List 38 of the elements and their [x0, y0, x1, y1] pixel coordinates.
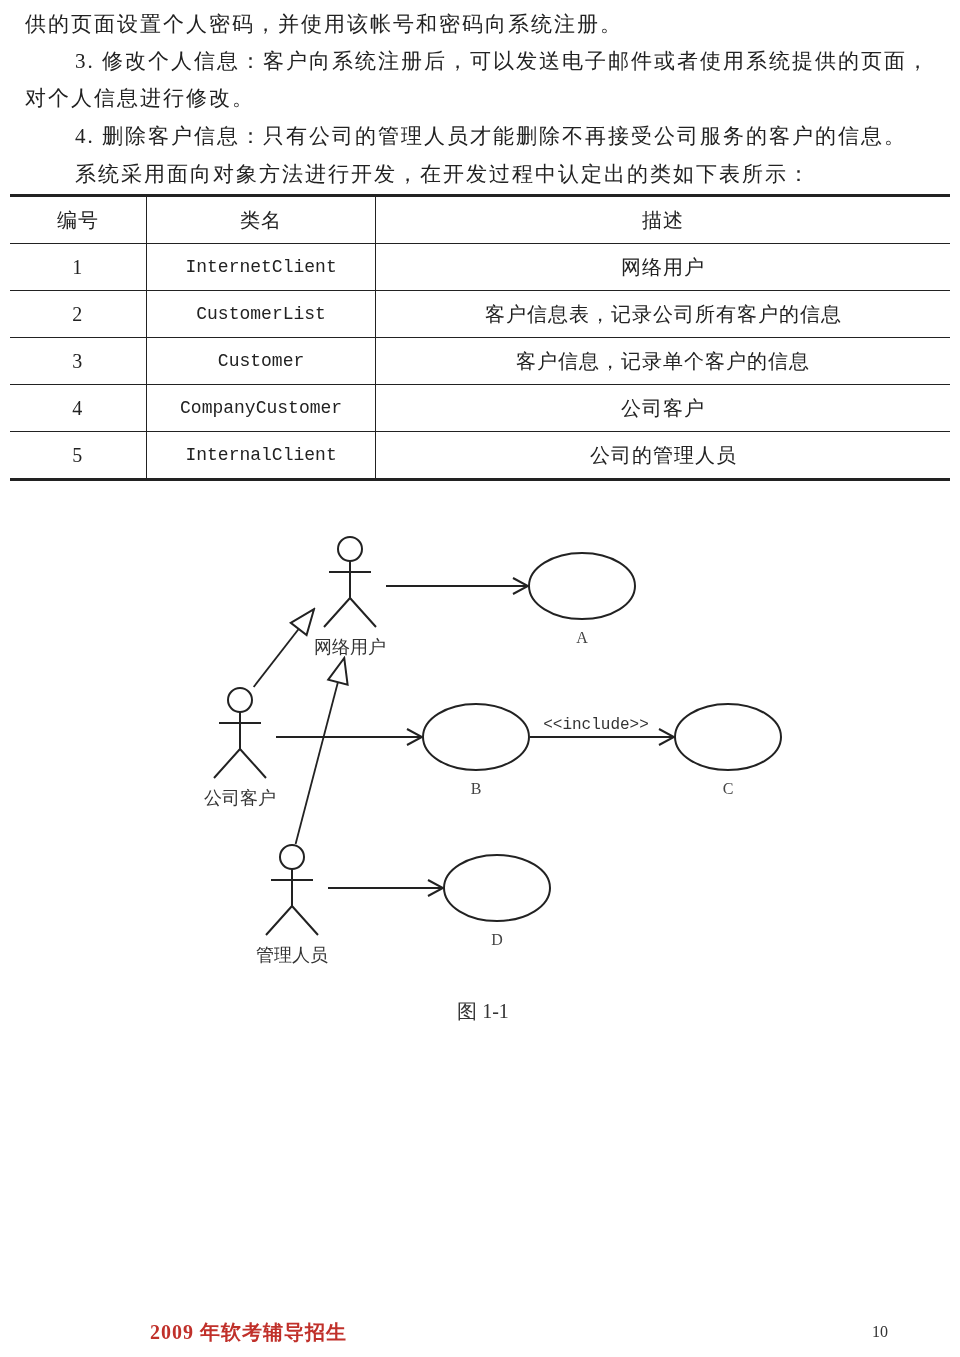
- footer-text: 2009 年软考辅导招生: [150, 1320, 347, 1345]
- table-cell: CustomerList: [146, 290, 376, 338]
- header-cell: 编号: [10, 195, 147, 244]
- paragraph: 4. 删除客户信息：只有公司的管理人员才能删除不再接受公司服务的客户的信息。: [75, 123, 907, 150]
- table-cell: 网络用户: [376, 243, 950, 291]
- arrow: [327, 879, 444, 897]
- table-cell: CompanyCustomer: [146, 384, 376, 432]
- actor-label: 管理人员: [256, 944, 328, 966]
- use-case-label: D: [491, 930, 503, 950]
- header-cell: 类名: [146, 195, 376, 244]
- table-cell: InternalClient: [146, 431, 376, 480]
- paragraph: 3. 修改个人信息：客户向系统注册后，可以发送电子邮件或者使用系统提供的页面，对个人信息进行修改。: [25, 48, 931, 112]
- table-cell: 公司客户: [376, 384, 950, 432]
- table-cell: 公司的管理人员: [376, 431, 950, 480]
- table-cell: 客户信息表，记录公司所有客户的信息: [376, 290, 950, 338]
- arrow: [275, 728, 423, 746]
- table-cell: InternetClient: [146, 243, 376, 291]
- table-cell: 1: [10, 243, 147, 291]
- table-cell: 2: [10, 290, 147, 338]
- actor-label: 公司客户: [204, 787, 276, 809]
- table-cell: 4: [10, 384, 147, 432]
- paragraph: 系统采用面向对象方法进行开发，在开发过程中认定出的类如下表所示：: [75, 161, 811, 188]
- use-case-label: C: [722, 779, 734, 799]
- table-cell: 客户信息，记录单个客户的信息: [376, 337, 950, 385]
- paragraph: 供的页面设置个人密码，并使用该帐号和密码向系统注册。: [25, 11, 623, 38]
- actor-label: 网络用户: [314, 636, 386, 658]
- use-case-label: A: [576, 628, 588, 648]
- generalization-arrow: [294, 657, 349, 845]
- header-cell: 描述: [376, 195, 950, 244]
- table-cell: Customer: [146, 337, 376, 385]
- table-cell: 3: [10, 337, 147, 385]
- generalization-arrow: [252, 608, 315, 688]
- page-number: 10: [872, 1323, 888, 1341]
- arrow: [385, 577, 529, 595]
- table-cell: 5: [10, 431, 147, 480]
- caption: 图 1-1: [457, 999, 509, 1024]
- use-case-label: B: [470, 779, 482, 799]
- arrow: [529, 728, 675, 746]
